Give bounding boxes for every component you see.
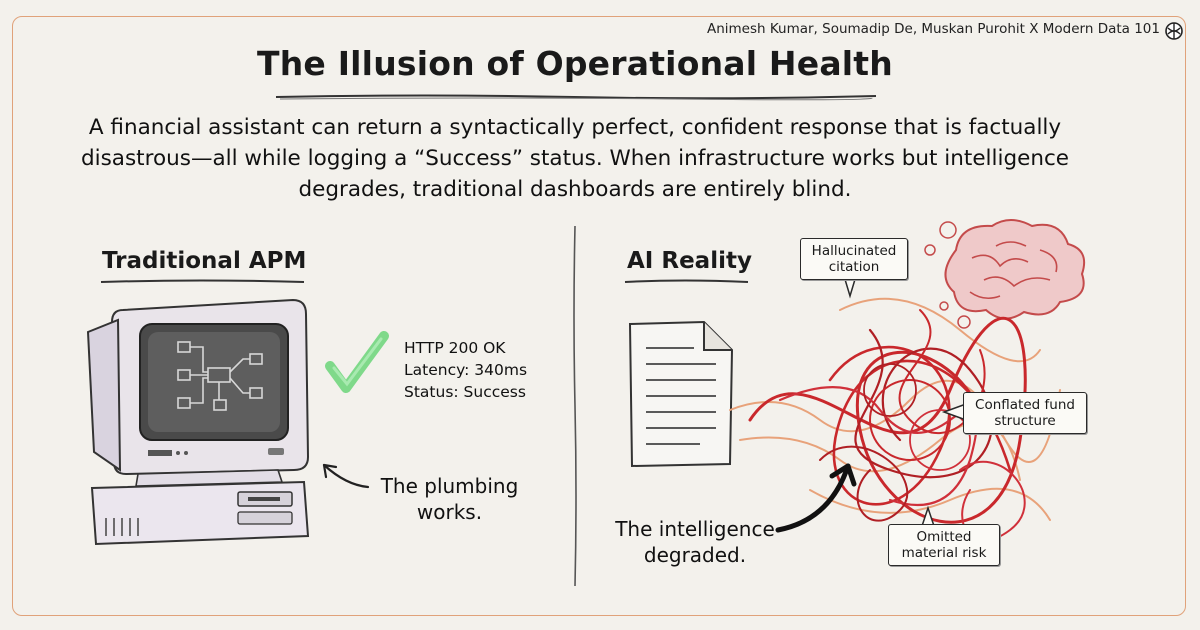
- lead-paragraph: A financial assistant can return a synta…: [80, 115, 1070, 202]
- section-divider: [573, 225, 577, 587]
- callout-conflated-fund-structure: Conflated fund structure: [963, 392, 1087, 434]
- metric-latency: Latency: 340ms: [404, 361, 528, 379]
- plumbing-note: The plumbing works.: [380, 474, 519, 524]
- status-metrics: HTTP 200 OK Latency: 340ms Status: Succe…: [404, 337, 527, 403]
- arrow-icon: [322, 463, 370, 489]
- brain-icon: [924, 219, 1086, 329]
- metric-http-status: HTTP 200 OK: [404, 339, 506, 357]
- title-underline: [275, 94, 877, 101]
- tangled-threads-icon: [729, 297, 1061, 542]
- callout-pointer-conflated: [941, 403, 967, 421]
- callout-hallucinated-citation: Hallucinated citation: [800, 238, 908, 280]
- intelligence-note: The intelligence degraded.: [615, 517, 775, 567]
- document-icon: [628, 320, 734, 468]
- modern-data-logo-icon: [1165, 22, 1183, 40]
- computer-icon: [86, 298, 310, 546]
- callout-pointer-omitted: [921, 505, 935, 527]
- author-credit: Animesh Kumar, Soumadip De, Muskan Puroh…: [706, 21, 1160, 37]
- metric-status: Status: Success: [404, 383, 526, 401]
- callout-omitted-material-risk: Omitted material risk: [888, 524, 1000, 566]
- traditional-apm-heading: Traditional APM: [102, 248, 307, 274]
- page-title: The Illusion of Operational Health: [257, 44, 893, 83]
- ai-reality-heading: AI Reality: [627, 248, 752, 274]
- callout-pointer-hallucinated: [843, 275, 857, 299]
- traditional-apm-underline: [100, 279, 305, 283]
- intelligence-arrow-icon: [775, 463, 857, 533]
- checkmark-icon: [325, 331, 389, 393]
- ai-reality-underline: [624, 279, 749, 283]
